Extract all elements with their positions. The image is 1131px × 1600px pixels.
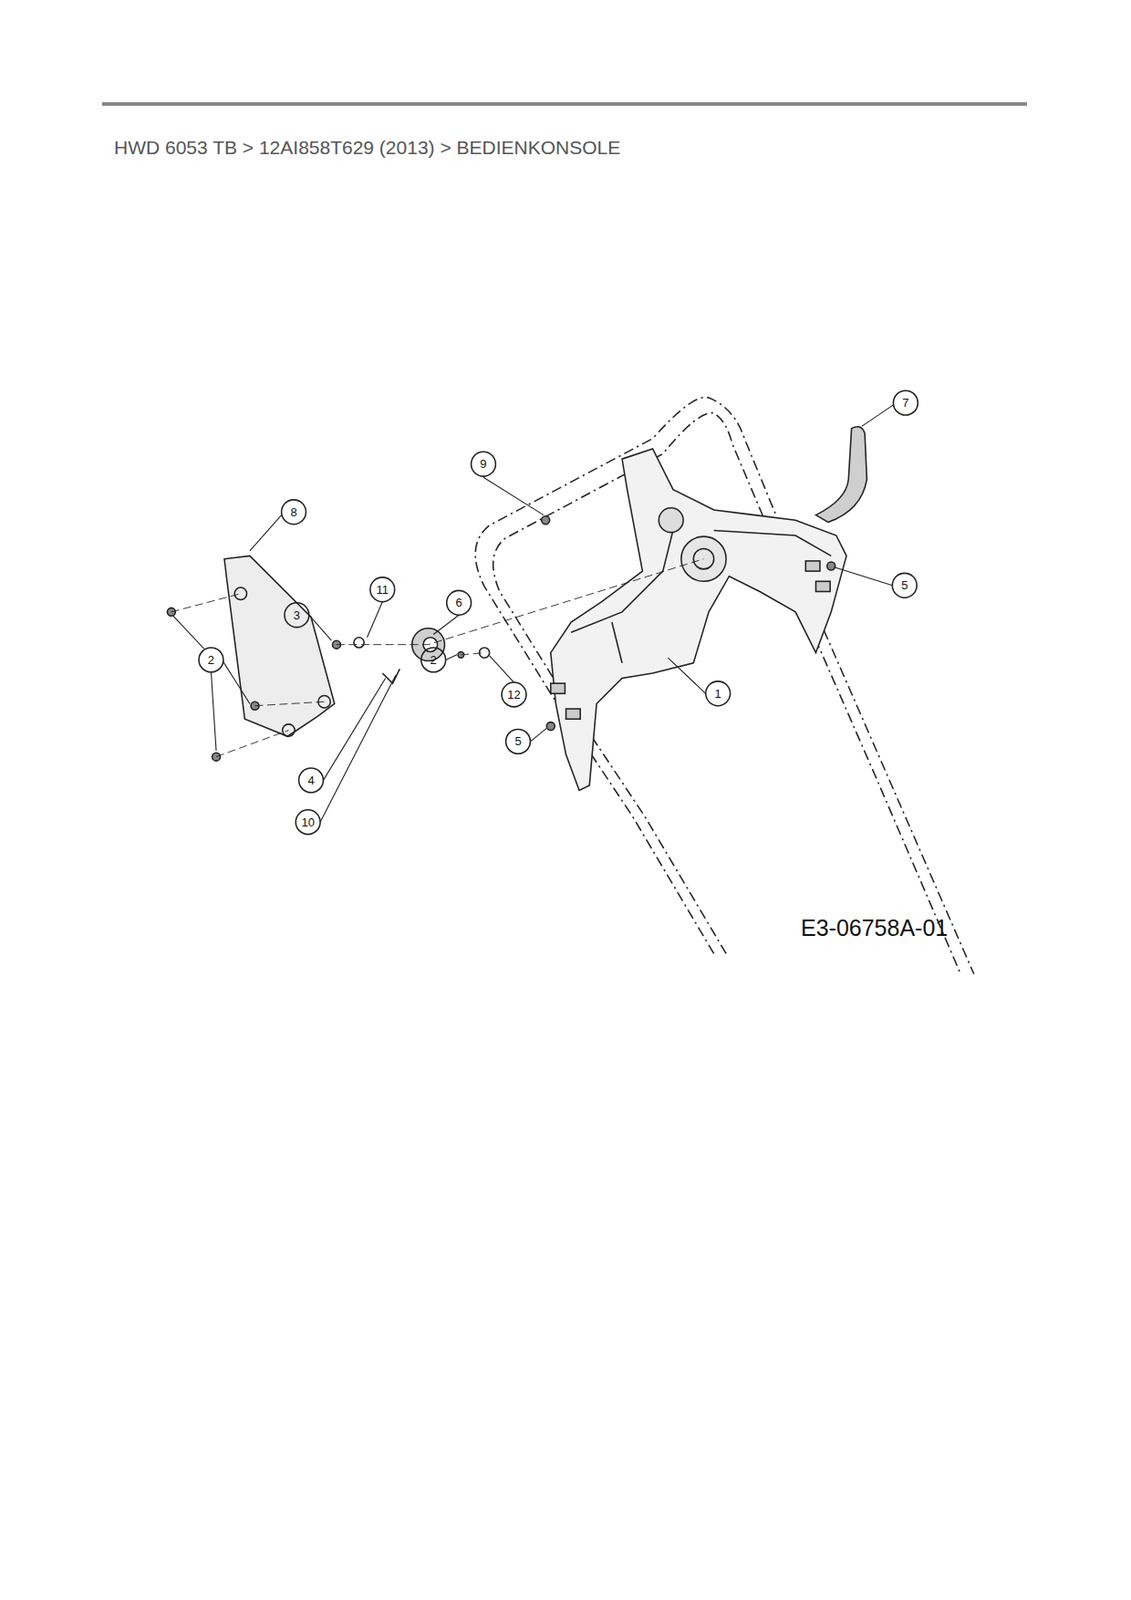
washer xyxy=(353,637,364,648)
header-rule xyxy=(102,102,1028,106)
callout-number: 12 xyxy=(507,688,520,701)
callout-number: 7 xyxy=(902,396,909,409)
callout-number: 11 xyxy=(376,583,390,596)
exploded-view xyxy=(166,390,974,975)
screw xyxy=(541,516,550,525)
callout-number: 10 xyxy=(300,816,314,829)
callout-number: 2 xyxy=(207,653,215,666)
screw xyxy=(212,752,221,761)
handle-tube xyxy=(475,396,975,974)
assembly-line xyxy=(171,559,705,758)
screw xyxy=(546,722,555,731)
console-slot xyxy=(815,581,831,592)
lever xyxy=(815,426,867,523)
callout-number: 3 xyxy=(293,609,301,622)
handle-tube-inner xyxy=(493,413,962,975)
cover-panel xyxy=(224,555,335,737)
callout-number: 2 xyxy=(430,653,437,666)
callout-number: 8 xyxy=(290,506,297,519)
callout-number: 1 xyxy=(715,687,722,700)
console-edges xyxy=(570,529,831,663)
panel-hole xyxy=(234,587,247,600)
callout-number: 9 xyxy=(479,457,487,470)
drawing-number: E3-06758A-01 xyxy=(800,914,948,942)
callout-number: 4 xyxy=(307,774,314,787)
console-body xyxy=(550,448,847,791)
console-slot xyxy=(805,560,820,571)
callout-number: 5 xyxy=(514,735,521,748)
spring-clip xyxy=(382,668,400,684)
breadcrumb-title: HWD 6053 TB > 12AI858T629 (2013) > BEDIE… xyxy=(114,136,621,159)
console-slot xyxy=(550,683,566,694)
console-slot xyxy=(566,708,582,719)
callout-number: 5 xyxy=(901,579,908,592)
screw xyxy=(827,561,836,571)
leader-line xyxy=(173,404,893,822)
console-boss xyxy=(658,508,684,533)
callout-number: 6 xyxy=(456,596,463,609)
callout-circles xyxy=(198,390,918,834)
